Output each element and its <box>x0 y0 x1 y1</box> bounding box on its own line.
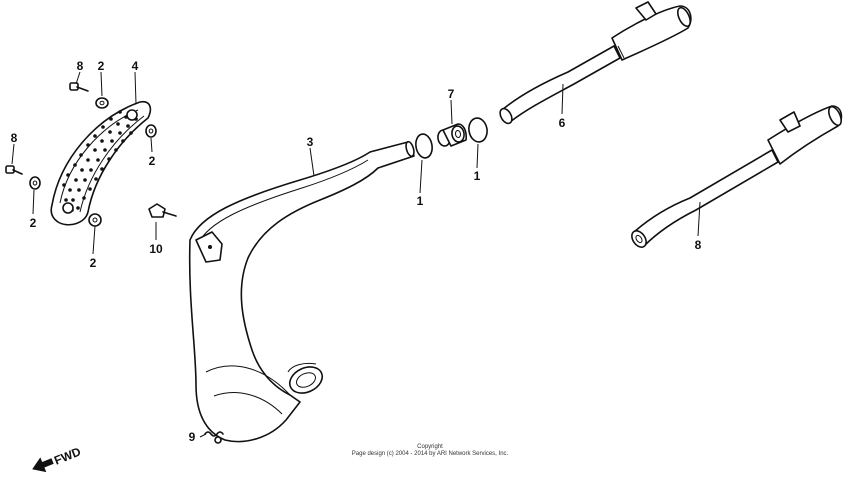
label-2-left: 2 <box>30 216 37 230</box>
copyright-text: Page design (c) 2004 - 2014 by ARI Netwo… <box>351 451 509 457</box>
heat-shield-perforations <box>62 110 138 212</box>
o-ring-1-right[interactable] <box>467 117 489 144</box>
label-10: 10 <box>149 242 163 256</box>
label-2-bottom: 2 <box>90 256 97 270</box>
label-8-left: 8 <box>11 131 18 145</box>
label-8-top: 8 <box>77 59 84 73</box>
bolt-8-left[interactable] <box>5 165 23 175</box>
label-1-right: 1 <box>474 169 481 183</box>
label-4: 4 <box>132 59 139 73</box>
silencer-6[interactable] <box>498 1 693 125</box>
washer-2-bottom[interactable] <box>88 213 102 227</box>
spring-9[interactable] <box>204 431 224 437</box>
label-3: 3 <box>307 135 314 149</box>
fwd-label: FWD <box>52 444 83 467</box>
label-9: 9 <box>189 430 196 444</box>
leader-lines <box>11 71 701 438</box>
bolt-8-top[interactable] <box>69 82 89 92</box>
copyright-notice: Copyright Page design (c) 2004 - 2014 by… <box>300 444 560 458</box>
label-7: 7 <box>448 87 455 101</box>
label-8-right: 8 <box>695 238 702 252</box>
label-1-left: 1 <box>417 194 424 208</box>
label-2-right: 2 <box>149 154 156 168</box>
o-ring-1-left[interactable] <box>414 133 434 159</box>
label-6: 6 <box>559 116 566 130</box>
label-2-top: 2 <box>98 59 105 73</box>
fwd-arrow-icon: FWD <box>32 444 83 473</box>
silencer-8[interactable] <box>629 105 844 250</box>
washer-2-left[interactable] <box>29 176 41 190</box>
washer-2-right[interactable] <box>145 124 157 138</box>
copyright-title: Copyright <box>417 444 443 450</box>
collar-7[interactable] <box>437 123 467 147</box>
heat-shield[interactable] <box>50 100 152 226</box>
expansion-chamber[interactable] <box>188 140 416 444</box>
washer-2-top[interactable] <box>95 97 109 109</box>
bolt-10[interactable] <box>148 203 177 218</box>
